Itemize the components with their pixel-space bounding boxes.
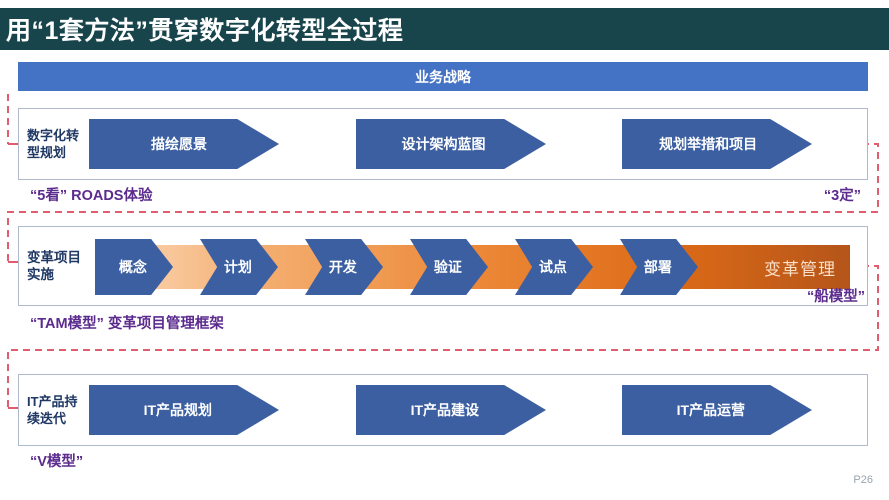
business-strategy-bar: 业务战略 bbox=[18, 62, 868, 91]
step-label: 部署 bbox=[643, 259, 672, 275]
step-arrow-it-product-planning[interactable]: IT产品规划 bbox=[89, 385, 279, 435]
step-label: 试点 bbox=[538, 259, 567, 275]
caption-ship-model: “船模型” bbox=[807, 289, 865, 305]
caption-five-looks-roads: “5看” ROADS体验 bbox=[30, 188, 153, 204]
step-arrow-describe-vision[interactable]: 描绘愿景 bbox=[89, 119, 279, 169]
page-title: 用“1套方法”贯穿数字化转型全过程 bbox=[6, 17, 404, 45]
slide-title-bar: 用“1套方法”贯穿数字化转型全过程 bbox=[0, 8, 889, 50]
section-label-change-execution: 变革项目实施 bbox=[27, 250, 81, 282]
caption-three-settings: “3定” bbox=[823, 188, 861, 204]
section-digital-transformation-planning: 数字化转型规划 描绘愿景 设计架构蓝图 规划举措和项目 bbox=[18, 108, 868, 180]
step-arrow-design-architecture-blueprint[interactable]: 设计架构蓝图 bbox=[356, 119, 546, 169]
step-label: IT产品建设 bbox=[410, 402, 480, 418]
section-label-planning: 数字化转型规划 bbox=[27, 128, 80, 160]
step-arrow-it-product-operations[interactable]: IT产品运营 bbox=[622, 385, 812, 435]
step-label: 计划 bbox=[223, 259, 252, 275]
step-label: 设计架构蓝图 bbox=[401, 136, 486, 152]
step-label: IT产品规划 bbox=[143, 402, 213, 418]
caption-v-model: “V模型” bbox=[30, 454, 84, 470]
business-strategy-label: 业务战略 bbox=[415, 68, 471, 85]
change-management-label: 变革管理 bbox=[764, 259, 836, 279]
section-it-product-iteration: IT产品持续迭代 IT产品规划 IT产品建设 IT产品运营 bbox=[18, 374, 868, 446]
step-label: IT产品运营 bbox=[676, 402, 746, 418]
page-number: P26 bbox=[853, 474, 873, 486]
step-arrow-plan-initiatives-projects[interactable]: 规划举措和项目 bbox=[622, 119, 812, 169]
section-label-it-iteration: IT产品持续迭代 bbox=[27, 394, 78, 426]
step-label: 概念 bbox=[118, 259, 147, 275]
step-label: 规划举措和项目 bbox=[659, 136, 758, 152]
caption-tam-model-framework: “TAM模型” 变革项目管理框架 bbox=[30, 316, 224, 332]
section-change-project-execution: 变革项目实施 变革管理 概念 计划 开发 验证 试点 部署 bbox=[18, 226, 868, 306]
step-label: 描绘愿景 bbox=[150, 136, 207, 152]
step-label: 开发 bbox=[328, 259, 357, 275]
step-label: 验证 bbox=[433, 259, 462, 275]
step-arrow-it-product-construction[interactable]: IT产品建设 bbox=[356, 385, 546, 435]
